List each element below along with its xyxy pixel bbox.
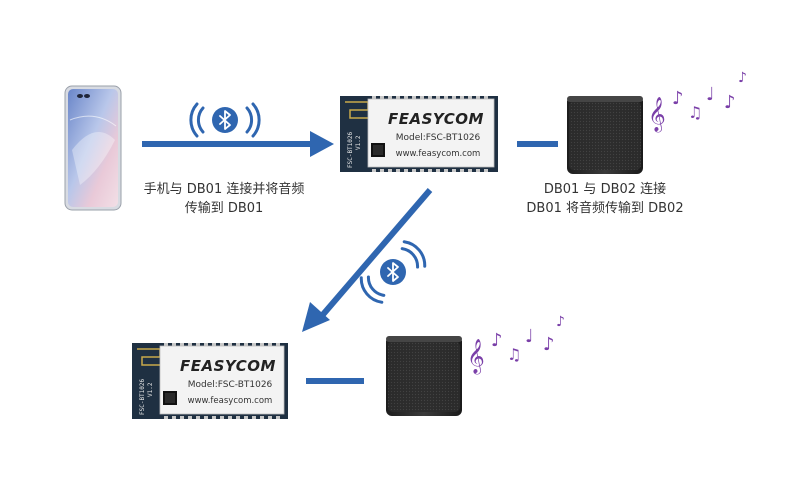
svg-text:♫: ♫ [688, 103, 702, 122]
svg-text:𝄞: 𝄞 [467, 339, 485, 375]
arrow-phone-to-db01 [142, 131, 334, 157]
label-phone-to-db01-line1: 手机与 DB01 连接并将音频 [144, 181, 305, 197]
label-phone-to-db01-line2: 传输到 DB01 [185, 200, 264, 216]
module-db01-side-text: FSC-BT1026 [347, 131, 354, 168]
smartphone-icon [64, 85, 122, 211]
svg-text:♩: ♩ [706, 84, 715, 105]
svg-text:♪: ♪ [543, 334, 555, 355]
bluetooth-icon [189, 102, 261, 138]
svg-text:♩: ♩ [525, 326, 534, 347]
svg-text:♪: ♪ [672, 88, 684, 109]
svg-text:♪: ♪ [738, 70, 747, 86]
svg-text:𝄞: 𝄞 [648, 97, 666, 133]
music-notes-icon: 𝄞 ♪ ♫ ♩ ♪ ♪ [648, 70, 747, 133]
module-db02-website: www.feasycom.com [188, 396, 273, 406]
speaker-icon [567, 96, 643, 174]
speaker-icon-bottom [386, 336, 462, 416]
module-db01-model: Model:FSC-BT1026 [396, 133, 481, 143]
svg-text:♪: ♪ [556, 314, 565, 330]
bluetooth-icon-link [359, 240, 427, 304]
svg-text:♪: ♪ [491, 330, 503, 351]
svg-text:♪: ♪ [724, 92, 736, 113]
label-db01-to-db02-line2: DB01 将音频传输到 DB02 [526, 200, 683, 216]
arrow-db01-to-db02 [302, 188, 433, 332]
module-db01: FSC-BT1026 V1.2 FEASYCOM Model:FSC-BT102… [340, 96, 498, 172]
music-notes-icon-bottom: 𝄞 ♪ ♫ ♩ ♪ ♪ [467, 314, 565, 375]
module-db02-brand: FEASYCOM [180, 357, 276, 375]
svg-text:♫: ♫ [507, 345, 521, 364]
module-db02: FSC-BT1026 V1.2 FEASYCOM Model:FSC-BT102… [132, 343, 288, 419]
module-db01-website: www.feasycom.com [396, 149, 481, 159]
module-db02-model: Model:FSC-BT1026 [188, 380, 273, 390]
module-db02-version: V1.2 [147, 382, 154, 397]
module-db02-side-text: FSC-BT1026 [139, 378, 146, 415]
label-db01-to-db02-line1: DB01 与 DB02 连接 [544, 181, 666, 197]
module-db01-brand: FEASYCOM [388, 110, 484, 128]
module-db01-version: V1.2 [355, 135, 362, 150]
